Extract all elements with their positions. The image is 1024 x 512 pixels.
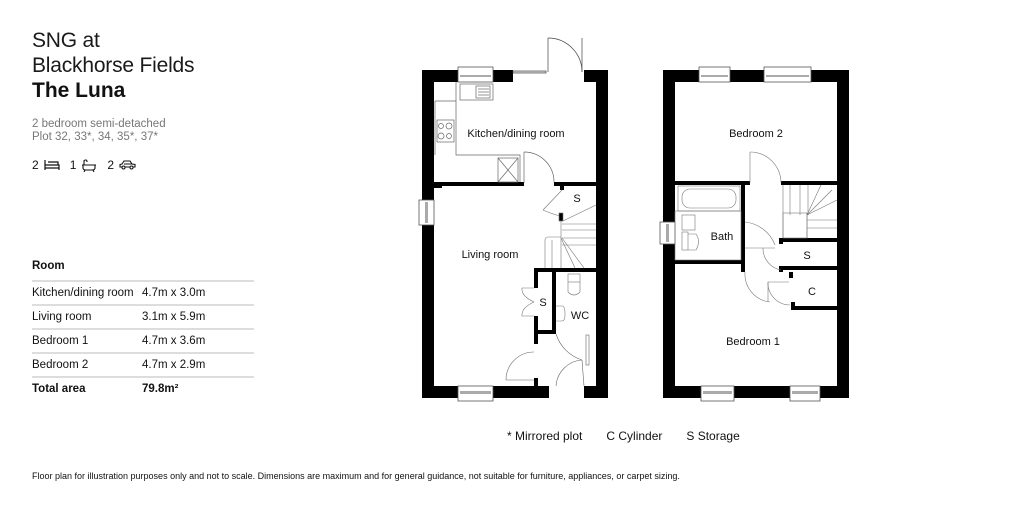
room-dims: 3.1m x 5.9m — [142, 305, 254, 330]
wc-fixtures — [556, 273, 581, 322]
living-room-label: Living room — [462, 249, 519, 261]
room-dims: 4.7m x 2.9m — [142, 353, 254, 378]
ground-floor-labels: Kitchen/dining room Living room S S WC — [462, 128, 590, 322]
title-block: SNG at Blackhorse Fields The Luna — [32, 28, 195, 104]
total-label: Total area — [32, 383, 86, 395]
development-name-line1: SNG at — [32, 29, 100, 52]
front-doors — [505, 333, 590, 387]
car-icon — [119, 160, 136, 170]
house-name: The Luna — [32, 79, 126, 102]
hall-storage-label: S — [539, 297, 546, 309]
feature-parking: 2 — [107, 158, 136, 172]
storage-label: S — [803, 250, 810, 262]
house-type: 2 bedroom semi-detached — [32, 118, 166, 130]
legend-storage: S Storage — [686, 429, 740, 443]
bathroom-count: 1 — [69, 158, 77, 172]
development-name-line2: Blackhorse Fields — [32, 54, 195, 77]
back-door — [512, 37, 583, 74]
legend: * Mirrored plot C Cylinder S Storage — [507, 429, 764, 443]
feature-bathrooms: 1 — [70, 158, 98, 172]
bath-icon — [82, 158, 97, 172]
table-header: Room — [32, 258, 254, 282]
feature-bedrooms: 2 — [32, 158, 60, 172]
stair-storage-label: S — [573, 193, 580, 205]
plot-numbers: Plot 32, 33*, 34, 35*, 37* — [32, 131, 158, 143]
storage-cupboard-doors — [521, 287, 535, 317]
total-row: Total area 79.8m² — [32, 377, 254, 400]
bed-icon — [44, 160, 60, 170]
staircase-ground — [542, 189, 597, 269]
wc-label: WC — [571, 310, 589, 322]
first-floor-doors — [744, 151, 791, 306]
legend-cylinder: C Cylinder — [606, 429, 663, 443]
room-dims: 4.7m x 3.0m — [142, 281, 254, 306]
ground-floor-walls — [422, 70, 608, 398]
staircase-first — [782, 184, 838, 239]
first-floor-plan: Bedroom 2 Bath S C Bedroom 1 — [659, 66, 849, 402]
total-value: 79.8m² — [142, 383, 179, 395]
room-name: Bedroom 2 — [32, 353, 142, 378]
bedroom1-label: Bedroom 1 — [726, 336, 780, 348]
bedroom2-label: Bedroom 2 — [729, 128, 783, 140]
room-dims: 4.7m x 3.6m — [142, 329, 254, 354]
first-floor-windows — [659, 66, 821, 402]
cylinder-label: C — [808, 286, 816, 298]
bedroom-count: 2 — [32, 158, 39, 172]
first-floor-labels: Bedroom 2 Bath S C Bedroom 1 — [711, 128, 816, 348]
house-details: 2 bedroom semi-detached Plot 32, 33*, 34… — [32, 118, 166, 144]
room-name: Bedroom 1 — [32, 329, 142, 354]
features-row: 2 1 2 — [32, 158, 146, 172]
legend-mirrored: * Mirrored plot — [507, 429, 583, 443]
ground-floor-plan: Kitchen/dining room Living room S S WC — [418, 37, 608, 402]
kitchen-label: Kitchen/dining room — [467, 128, 564, 140]
bathroom-fixtures — [674, 185, 742, 261]
room-name: Kitchen/dining room — [32, 281, 142, 306]
kitchen-units — [434, 82, 555, 183]
disclaimer: Floor plan for illustration purposes onl… — [32, 471, 680, 481]
parking-count: 2 — [107, 158, 115, 172]
bath-label: Bath — [711, 231, 734, 243]
table-header-row: Room — [32, 258, 254, 282]
room-name: Living room — [32, 305, 142, 330]
